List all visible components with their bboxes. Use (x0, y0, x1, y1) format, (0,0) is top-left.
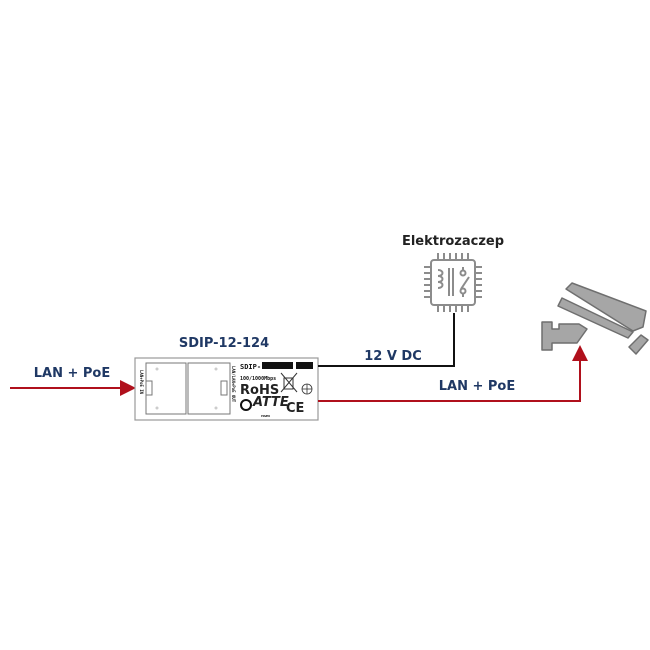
electric-lock-icon (424, 253, 482, 312)
output-poe-line (318, 345, 588, 402)
output-label: LAN + PoE (439, 379, 516, 394)
atte-logo: ATTE POWER (240, 395, 289, 418)
model-prefix: SDIP- (240, 363, 261, 371)
ground-symbol-icon (301, 383, 313, 395)
power-label: 12 V DC (364, 349, 422, 364)
dc-power-line (318, 313, 455, 367)
brand-label: ATTE (252, 395, 289, 410)
weee-bin-icon (280, 372, 298, 393)
cctv-camera-icon (541, 282, 649, 355)
device-title: SDIP-12-124 (179, 336, 269, 351)
speed-label: 100/1000Mbps (240, 376, 276, 382)
brand-sub-label: POWER (261, 414, 270, 418)
lock-label: Elektrozaczep (402, 234, 504, 249)
port-out-label: LAN/LAN+PoE OUT (231, 366, 236, 403)
rohs-label: RoHS (240, 383, 279, 398)
input-label: LAN + PoE (34, 366, 111, 381)
port-in-label: LAN+PoE IN (139, 370, 144, 395)
sdip-device: LAN+PoE IN LAN/LAN+PoE OUT SDIP- 100/100… (134, 357, 319, 421)
ce-mark: CE (286, 401, 304, 416)
